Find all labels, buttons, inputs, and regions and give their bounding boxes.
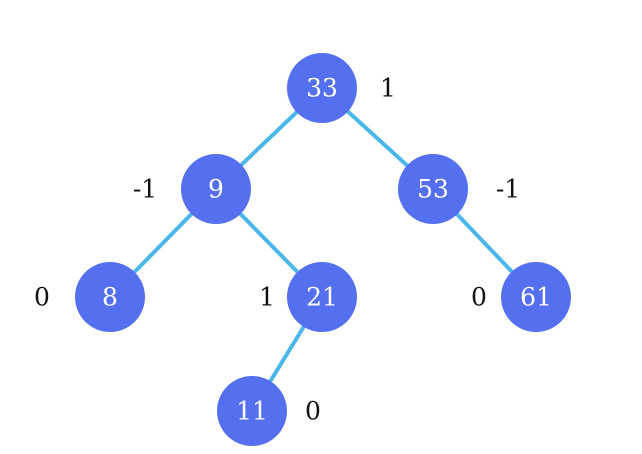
node-value: 9	[208, 175, 224, 204]
tree-edges	[108, 86, 538, 413]
node-circle	[181, 154, 251, 224]
tree-node-9: 9 -1	[133, 154, 251, 224]
node-circle	[501, 262, 571, 332]
node-circle	[287, 262, 357, 332]
node-circle	[217, 376, 287, 446]
balance-factor-label: 0	[305, 397, 321, 426]
node-value: 61	[520, 283, 552, 312]
balance-factor-label: 0	[34, 283, 50, 312]
node-circle	[75, 262, 145, 332]
node-value: 21	[306, 283, 338, 312]
tree-node-33: 33 1	[287, 53, 396, 123]
tree-node-8: 8 0	[34, 262, 145, 332]
node-value: 8	[102, 283, 118, 312]
balance-factor-label: -1	[133, 175, 157, 204]
node-circle	[287, 53, 357, 123]
balance-factor-label: 0	[471, 283, 487, 312]
node-value: 53	[417, 175, 449, 204]
balance-factor-label: 1	[380, 74, 396, 103]
node-circle	[398, 154, 468, 224]
tree-node-21: 21 1	[259, 262, 357, 332]
tree-node-53: 53 -1	[398, 154, 520, 224]
balance-factor-label: 1	[259, 283, 275, 312]
tree-node-61: 61 0	[471, 262, 571, 332]
node-value: 33	[306, 74, 338, 103]
node-value: 11	[236, 397, 268, 426]
balance-factor-label: -1	[496, 175, 520, 204]
tree-node-11: 11 0	[217, 376, 321, 446]
